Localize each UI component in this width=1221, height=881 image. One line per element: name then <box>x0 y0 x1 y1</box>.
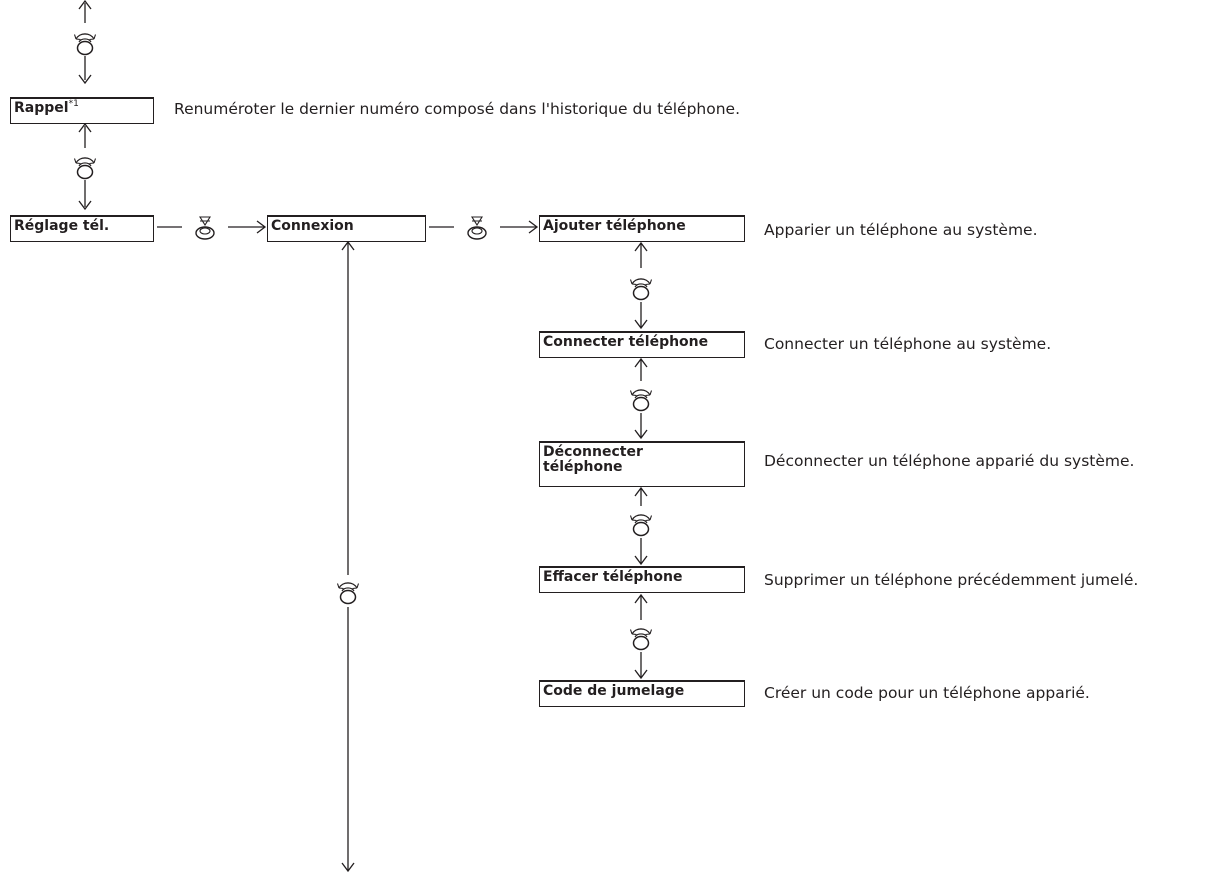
menu-item-code-de-jumelage[interactable]: Code de jumelage <box>539 680 745 707</box>
arrow-down-icon <box>341 862 355 873</box>
description-effacer-telephone: Supprimer un téléphone précédemment jume… <box>764 571 1139 589</box>
footnote-marker: *1 <box>68 99 79 109</box>
rotate-knob-icon <box>73 157 97 180</box>
rotate-knob-icon <box>629 278 653 301</box>
arrow-down-icon <box>78 200 92 211</box>
arrow-up-icon <box>634 241 648 252</box>
rotate-knob-icon <box>629 389 653 412</box>
rotate-knob-icon <box>336 582 360 605</box>
menu-item-ajouter-telephone[interactable]: Ajouter téléphone <box>539 215 745 242</box>
rotate-knob-icon <box>629 628 653 651</box>
arrow-up-icon <box>634 486 648 497</box>
menu-item-connecter-telephone[interactable]: Connecter téléphone <box>539 331 745 358</box>
menu-item-effacer-telephone[interactable]: Effacer téléphone <box>539 566 745 593</box>
rotate-knob-icon <box>629 514 653 537</box>
arrow-right-icon <box>256 220 267 234</box>
arrow-up-icon <box>634 357 648 368</box>
description-code-de-jumelage: Créer un code pour un téléphone apparié. <box>764 684 1090 702</box>
arrow-up-icon <box>78 0 92 10</box>
menu-item-reglage-tel[interactable]: Réglage tél. <box>10 215 154 242</box>
arrow-up-icon <box>634 593 648 604</box>
rotate-knob-icon <box>73 33 97 56</box>
arrow-down-icon <box>634 555 648 566</box>
arrow-down-icon <box>634 319 648 330</box>
arrow-down-icon <box>634 429 648 440</box>
arrow-right-icon <box>528 220 539 234</box>
arrow-down-icon <box>78 74 92 85</box>
description-deconnecter-telephone: Déconnecter un téléphone apparié du syst… <box>764 452 1135 470</box>
arrow-up-icon <box>78 122 92 133</box>
menu-item-connexion[interactable]: Connexion <box>267 215 426 242</box>
description-ajouter-telephone: Apparier un téléphone au système. <box>764 221 1038 239</box>
arrow-down-icon <box>634 669 648 680</box>
description-connecter-telephone: Connecter un téléphone au système. <box>764 335 1052 353</box>
description-rappel: Renuméroter le dernier numéro composé da… <box>174 100 740 118</box>
press-knob-icon <box>467 216 487 240</box>
arrow-up-icon <box>341 240 355 251</box>
press-knob-icon <box>195 216 215 240</box>
menu-item-rappel[interactable]: Rappel*1 <box>10 97 154 124</box>
menu-item-deconnecter-telephone[interactable]: Déconnecter téléphone <box>539 441 745 487</box>
